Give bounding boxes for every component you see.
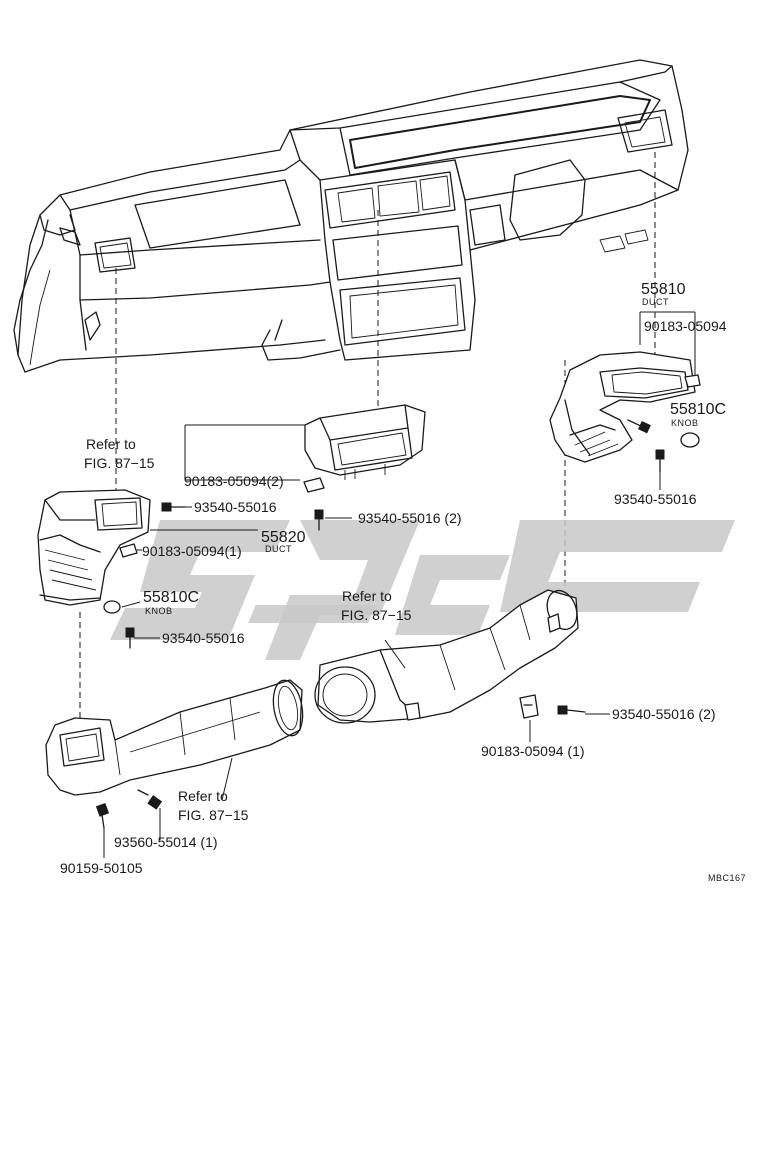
knob-left xyxy=(103,600,121,614)
left-duct-assembly xyxy=(37,489,258,649)
label-screw-left-bottom: 93540-55016 xyxy=(162,630,245,646)
label-figure-code: MBC167 xyxy=(708,873,746,883)
label-clip-right-bottom: 90183-05094 (1) xyxy=(481,743,585,759)
label-refer-bottom-2: FIG. 87−15 xyxy=(178,807,249,823)
screw-right-icon xyxy=(627,419,651,434)
screw-bottom-right-icon xyxy=(557,705,586,715)
label-knob-right-word: KNOB xyxy=(671,418,699,428)
label-duct-left-number: 55820 xyxy=(261,529,306,546)
center-vent-assembly xyxy=(184,404,426,531)
watermark-logo xyxy=(110,520,735,660)
label-knob-left-number: 55810C xyxy=(143,589,199,606)
label-screw-right-bottom: 93540-55016 (2) xyxy=(612,706,716,722)
label-knob-left-word: KNOB xyxy=(145,606,173,616)
label-screw-right: 93540-55016 xyxy=(614,491,697,507)
label-screw-left-top: 93540-55016 xyxy=(194,499,277,515)
screw-center-icon xyxy=(314,509,324,531)
label-clip-center: 90183-05094(2) xyxy=(184,473,284,489)
bolt-bottom-icon xyxy=(95,802,110,829)
label-clip-left: 90183-05094(1) xyxy=(142,543,242,559)
label-knob-right-number: 55810C xyxy=(670,401,726,418)
knob-right xyxy=(680,432,700,448)
screw-bottom-icon xyxy=(137,789,163,810)
screw-left-top-icon xyxy=(161,502,186,512)
label-bolt-bottom: 90159-50105 xyxy=(60,860,143,876)
screw-right-lower-icon xyxy=(655,449,665,473)
label-refer-left-2: FIG. 87−15 xyxy=(84,455,155,471)
label-screw-bottom: 93560-55014 (1) xyxy=(114,834,218,850)
center-flex-duct xyxy=(314,589,579,724)
label-refer-left-1: Refer to xyxy=(86,436,136,452)
label-duct-right-number: 55810 xyxy=(641,281,686,298)
clip-bottom-right xyxy=(519,694,539,719)
label-screw-center: 93540-55016 (2) xyxy=(358,510,462,526)
callout-labels: 55810 DUCT 90183-05094 55810C KNOB 93540… xyxy=(60,281,746,883)
screw-left-bottom-icon xyxy=(125,627,135,649)
label-refer-mid-2: FIG. 87−15 xyxy=(341,607,412,623)
label-refer-bottom-1: Refer to xyxy=(178,788,228,804)
label-duct-right-word: DUCT xyxy=(642,297,669,307)
bottom-right-hardware xyxy=(519,694,610,742)
label-clip-right-top: 90183-05094 xyxy=(644,318,727,334)
lower-left-duct xyxy=(45,679,304,858)
label-refer-mid-1: Refer to xyxy=(342,588,392,604)
right-duct-assembly xyxy=(549,311,701,490)
label-duct-left-word: DUCT xyxy=(265,544,292,554)
